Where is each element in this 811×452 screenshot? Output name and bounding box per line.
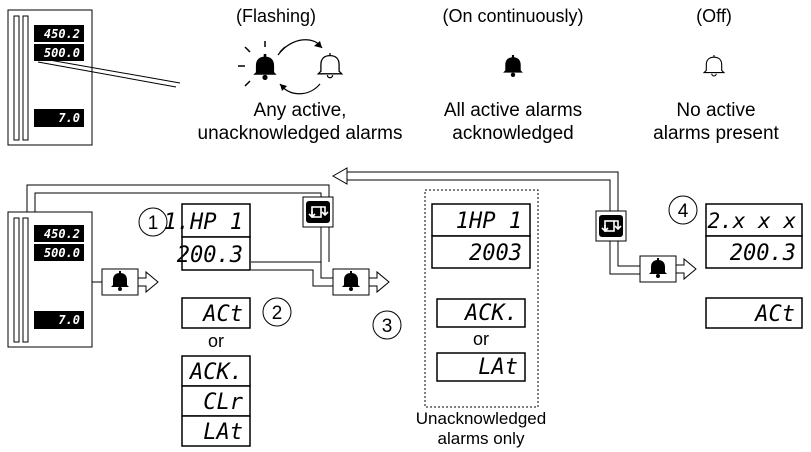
flash-cycle-arrows [277,39,323,95]
svg-text:ACK.: ACK. [463,301,518,326]
svg-text:ACt: ACt [201,302,243,327]
flashing-title: (Flashing) [236,6,316,26]
display-step2-stack: ACK. CLr LAt [181,355,251,447]
alarm-key-press [92,268,159,296]
page-key-icon[interactable] [302,196,334,228]
controller-middle-readout: 500.0 [44,246,80,260]
controller-lower-readout: 7.0 [58,313,80,327]
on-title: (On continuously) [442,6,583,26]
display-step4: 2.x x x 200.3 [705,203,803,269]
unack-note-line2: alarms only [438,429,525,448]
on-bell-icon [503,55,523,77]
on-desc-line1: All active alarms [444,100,582,121]
alarm-key-press [251,261,390,296]
off-title: (Off) [696,6,732,26]
display-step3-ack: ACK. [436,298,526,328]
step-1-marker [138,207,168,237]
controller-upper-readout: 450.2 [44,227,80,241]
loop-arrowhead [331,167,348,185]
or-label: or [208,331,224,351]
pointer-line [37,61,177,88]
display-step4-top: 2.x x x [707,209,796,233]
on-desc-line2: acknowledged [452,123,573,144]
step-4-number: 4 [678,201,689,222]
display-ack: ACK. [188,360,243,385]
display-clr: CLr [203,390,243,415]
flashing-off-bell-icon [317,52,343,79]
controller-lower-readout: 7.0 [58,111,80,125]
step-1-number: 1 [148,213,159,234]
top-controller: 450.2 500.0 7.0 [7,9,93,146]
step-4-marker [668,195,698,225]
bottom-controller: 450.2 500.0 7.0 [7,211,93,348]
step-2-number: 2 [272,303,283,324]
display-step3-lat: LAt [436,352,526,382]
svg-text:ACt: ACt [753,302,795,327]
display-step3-bottom: 2003 [469,241,522,266]
display-step2-act: ACt [181,297,251,329]
off-desc-line2: alarms present [653,123,779,144]
page-key-icon[interactable] [595,210,627,242]
or-label: or [473,329,489,349]
display-step4-bottom: 200.3 [730,241,796,266]
controller-middle-readout: 500.0 [44,46,80,60]
display-step1-bottom: 200.3 [177,243,243,268]
display-step4-act: ACt [705,297,803,329]
unacknowledged-only-box [424,189,539,408]
step-3-marker [372,310,402,340]
step-3-number: 3 [382,316,393,337]
svg-text:LAt: LAt [478,355,518,380]
off-bell-icon [703,54,725,77]
pointer-line [37,57,181,84]
controller-upper-readout: 450.2 [44,27,80,41]
alarm-key-press [609,241,697,283]
flashing-desc-line2: unacknowledged alarms [198,123,403,144]
flashing-desc-line1: Any active, [254,100,347,121]
display-step3-top: 1HP 1 [456,209,522,234]
flashing-bell-icon [238,41,286,87]
unack-note-line1: Unacknowledged [416,409,546,428]
display-step1-top: 1.HP 1 [164,210,243,235]
step-2-marker [262,297,292,327]
off-desc-line1: No active [676,100,755,121]
display-step3: 1HP 1 2003 [431,203,531,269]
display-lat: LAt [203,420,243,445]
display-step1: 1.HP 1 200.3 [164,203,251,271]
